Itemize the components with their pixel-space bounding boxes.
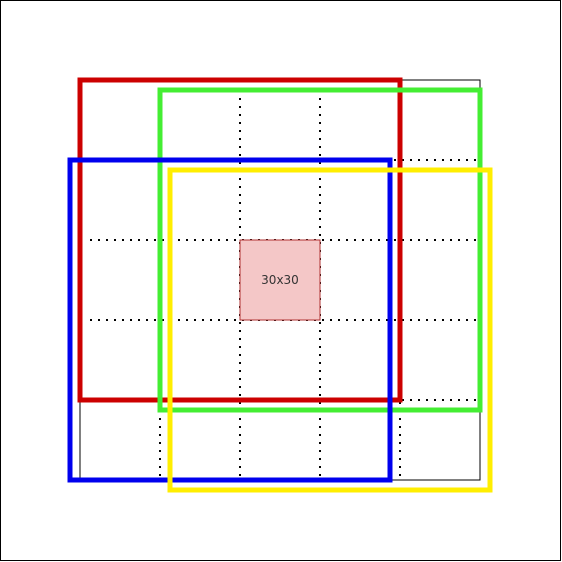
green-window xyxy=(157,87,483,413)
yellow-window xyxy=(167,167,493,493)
red-window xyxy=(77,77,403,403)
center-cell xyxy=(239,239,321,321)
blue-window xyxy=(67,157,393,483)
center-cell-label: 30x30 xyxy=(261,273,299,287)
